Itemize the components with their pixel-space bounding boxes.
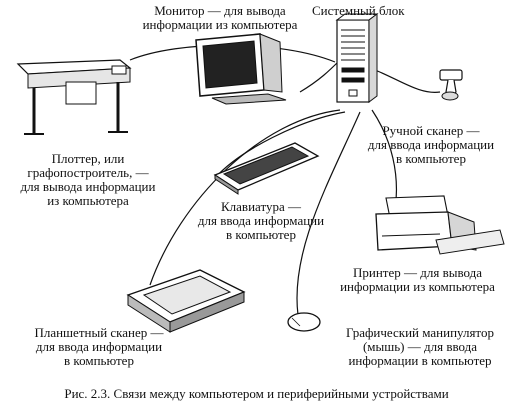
flatbed-scanner-label: Планшетный сканер — для ввода информации…	[14, 326, 184, 368]
keyboard-label-line-2: для ввода информации	[197, 213, 325, 228]
hand-scanner-label: Ручной сканер — для ввода информации в к…	[346, 124, 513, 166]
monitor-icon	[195, 33, 287, 105]
flatbed-scanner-label-line-1: Планшетный сканер —	[34, 325, 164, 340]
mouse-label-line-1: Графический манипулятор	[346, 325, 494, 340]
keyboard-label: Клавиатура — для ввода информации в комп…	[186, 200, 336, 242]
cable-mouse	[296, 111, 361, 316]
flatbed-scanner-label-line-3: в компьютер	[64, 353, 134, 368]
monitor-label-line-2: информации из компьютера	[142, 17, 298, 32]
plotter-label: Плоттер, или графопостроитель, — для выв…	[8, 152, 168, 208]
cable-keyboard	[214, 111, 346, 179]
plotter-label-line-2: графопостроитель, —	[27, 165, 149, 180]
plotter-label-line-1: Плоттер, или	[51, 151, 125, 166]
printer-label-line-2: информации из компьютера	[340, 279, 495, 294]
keyboard-label-line-1: Клавиатура —	[221, 199, 301, 214]
hand-scanner-label-line-2: для ввода информации	[367, 137, 495, 152]
printer-icon	[375, 195, 505, 255]
hand-scanner-icon	[439, 69, 463, 101]
cable-flatbed	[149, 109, 341, 286]
cable-hand-scanner	[374, 69, 441, 93]
system-unit-icon	[335, 13, 379, 103]
figure-caption: Рис. 2.3. Связи между компьютером и пери…	[64, 386, 449, 401]
monitor-label-line-1: Монитор — для вывода	[154, 3, 286, 18]
plotter-label-line-3: для вывода информации	[20, 179, 156, 194]
hand-scanner-label-line-1: Ручной сканер —	[382, 123, 480, 138]
cable-monitor	[299, 59, 341, 93]
keyboard-label-line-3: в компьютер	[226, 227, 296, 242]
system-unit-label: Системный блок	[312, 4, 405, 18]
mouse-label-line-2: (мышь) — для ввода	[362, 339, 478, 354]
cables	[129, 44, 441, 316]
mouse-icon	[287, 312, 321, 332]
plotter-icon	[16, 59, 132, 135]
printer-label-line-1: Принтер — для вывода	[352, 265, 483, 280]
hand-scanner-label-line-3: в компьютер	[396, 151, 466, 166]
monitor-label: Монитор — для вывода информации из компь…	[120, 4, 320, 32]
keyboard-icon	[213, 142, 320, 195]
flatbed-scanner-label-line-2: для ввода информации	[35, 339, 163, 354]
system-unit-label-line: Системный блок	[312, 3, 405, 18]
printer-label: Принтер — для вывода информации из компь…	[325, 266, 510, 294]
mouse-label-line-3: информации в компьютер	[348, 353, 492, 368]
plotter-label-line-4: из компьютера	[47, 193, 129, 208]
flatbed-scanner-icon	[126, 269, 246, 333]
mouse-label: Графический манипулятор (мышь) — для вво…	[330, 326, 510, 368]
